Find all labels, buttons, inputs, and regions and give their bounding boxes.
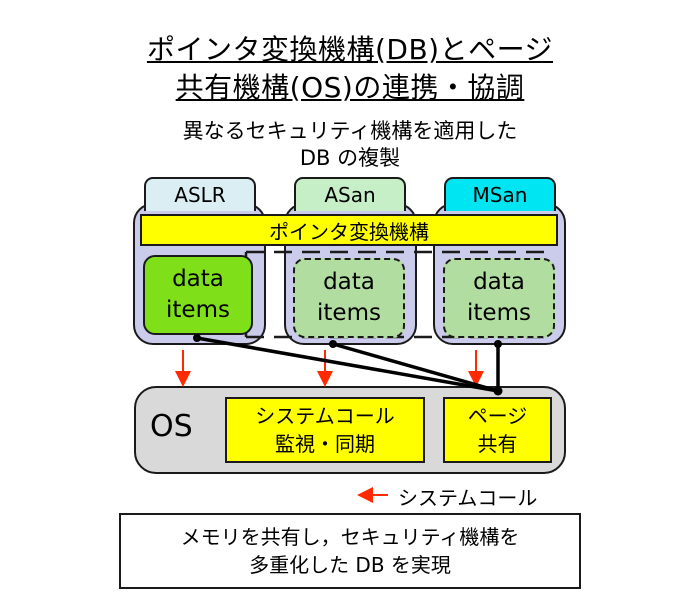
conclusion-box: メモリを共有し，セキュリティ機構を多重化した DB を実現 [119, 513, 581, 589]
data-items-aslr-line2: items [166, 297, 230, 323]
syscall-monitor-line2: 監視・同期 [275, 432, 375, 456]
conclusion-line2: 多重化した DB を実現 [249, 553, 451, 577]
page-share-node-asan [329, 340, 337, 348]
page-share-node-msan [494, 340, 502, 348]
data-items-msan: data items [443, 258, 555, 338]
title-line1: ポインタ変換機構(DB)とページ [146, 33, 554, 66]
page-share-line-asan [332, 342, 499, 393]
os-label: OS [150, 409, 193, 444]
subtitle-line2: DB の複製 [299, 146, 401, 170]
page-share-node-aslr [193, 334, 201, 342]
data-items-asan-line1: data [323, 269, 375, 295]
page-share-node-os [493, 386, 503, 396]
tab-msan: MSan [444, 177, 556, 211]
subtitle-line1: 異なるセキュリティ機構を適用した [182, 119, 518, 143]
page-share-line1: ページ [467, 404, 528, 428]
tab-asan: ASan [294, 177, 406, 211]
data-items-aslr: data items [143, 255, 253, 335]
conclusion-line1: メモリを共有し，セキュリティ機構を [180, 525, 520, 549]
data-items-asan: data items [293, 258, 405, 338]
legend-syscall-label: システムコール [398, 486, 538, 510]
syscall-monitor-sync-box: システムコール監視・同期 [225, 397, 425, 463]
data-items-aslr-line1: data [172, 266, 224, 292]
pointer-conversion-bar: ポインタ変換機構 [140, 214, 558, 246]
data-items-asan-line2: items [317, 300, 381, 326]
syscall-monitor-line1: システムコール [255, 404, 395, 428]
page-sharing-box: ページ共有 [443, 397, 552, 463]
page-share-line2: 共有 [477, 432, 518, 456]
title-line2: 共有機構(OS)の連携・協調 [175, 71, 525, 104]
data-items-msan-line2: items [467, 300, 531, 326]
data-items-msan-line1: data [473, 269, 525, 295]
page-share-line-aslr [196, 336, 499, 393]
tab-aslr: ASLR [144, 177, 256, 211]
